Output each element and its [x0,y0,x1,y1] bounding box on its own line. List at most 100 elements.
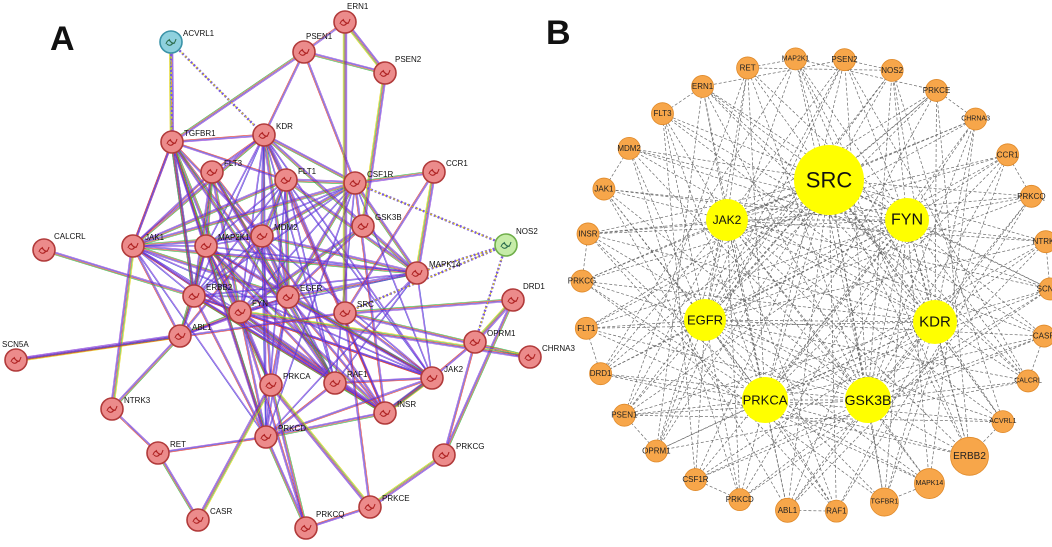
network-b-node-csf1r: CSF1R [682,468,709,491]
network-b-label: ABL1 [778,506,798,515]
network-b-node-prkce: PRKCE [923,79,951,102]
network-b-node-prkcg: PRKCG [568,269,596,293]
protein-structure-icon [166,138,178,146]
network-a-node-nos2: NOS2 [494,227,538,257]
network-a-node-chrna3: CHRNA3 [518,344,575,369]
protein-structure-icon [260,433,272,441]
network-a-node-drd1: DRD1 [501,282,545,312]
network-a-node-ntrk3: NTRK3 [100,396,151,421]
network-a-node-fyn: FYN [228,299,268,324]
network-a-node-prkcq: PRKCQ [294,510,344,540]
network-b-label: FLT1 [577,324,596,333]
network-b-label: RET [740,63,756,72]
network-a-node-flt1: FLT1 [274,167,317,192]
network-a-label: NOS2 [516,227,538,236]
network-b-label: CASR [1033,332,1052,341]
protein-structure-icon [411,269,423,277]
network-b-node-ccr1: CCR1 [996,143,1019,167]
network-b-node-insr: INSR [576,222,600,246]
network-a-node-prkce: PRKCE [358,494,410,519]
network-b-label: PRKCG [568,277,596,286]
protein-structure-icon [10,356,22,364]
network-b-label: MAP2K1 [782,55,810,62]
network-b-label: INSR [578,229,597,238]
network-a-label: JAK1 [145,233,165,242]
network-a-label: FLT1 [298,167,317,176]
network-b-label: ACVRL1 [989,418,1016,425]
network-a-label: SRC [357,300,374,309]
network-b-label: SCN5A [1037,284,1052,293]
network-a-label: CSF1R [367,170,393,179]
network-b-label: OPRM1 [642,447,671,456]
network-a-node-prkcd: PRKCD [254,424,306,449]
network-a-label: MDM2 [274,223,298,232]
network-a-label: CASR [210,507,232,516]
network-b-node-casr: CASR [1032,324,1052,348]
network-a-label: DRD1 [523,282,545,291]
protein-structure-icon [428,168,440,176]
panel-b-edges [581,58,1051,512]
panel-letter-a: A [50,20,75,58]
network-a-label: CALCRL [54,232,86,241]
protein-structure-icon [234,308,246,316]
network-b-label: PRKCE [923,86,951,95]
network-a-label: FLT3 [224,159,243,168]
network-b-node-psen1: PSEN1 [611,403,638,427]
protein-structure-icon [524,353,536,361]
network-b-node-oprm1: OPRM1 [642,439,671,463]
network-a-node-erbb2: ERBB2 [182,283,233,308]
protein-structure-icon [174,332,186,340]
network-a-node-jak1: JAK1 [121,233,165,258]
network-a-label: MAPK14 [429,260,461,269]
network-b-label: TGFBR1 [871,499,899,506]
network-a-label: PRKCD [278,424,306,433]
network-a-node-ccr1: CCR1 [422,159,468,184]
network-a-node-map2k1: MAP2K1 [194,233,250,258]
network-a-label: PRKCE [382,494,410,503]
network-a-node-abl1: ABL1 [168,323,212,348]
protein-structure-icon [206,168,218,176]
network-b-label: ERBB2 [953,451,986,462]
protein-structure-icon [282,293,294,301]
network-b-label: JAK1 [594,185,614,194]
protein-structure-icon [469,338,481,346]
network-a-label: PSEN1 [306,32,333,41]
network-b-label: NTRK3 [1033,237,1052,246]
network-a-label: KDR [276,122,293,131]
network-a-node-oprm1: OPRM1 [463,329,516,354]
network-a-node-mapk14: MAPK14 [405,260,461,285]
network-a-node-ret: RET [146,440,186,465]
network-b-hub-src: SRC [794,145,864,215]
network-b-hub-prkca: PRKCA [742,377,788,423]
network-b-node-nos2: NOS2 [880,58,904,82]
network-a-label: PRKCQ [316,510,344,519]
network-a-label: ERBB2 [206,283,233,292]
network-a-label: PRKCG [456,442,484,451]
network-a-label: NTRK3 [124,396,151,405]
network-a-label: MAP2K1 [218,233,250,242]
network-b-node-ern1: ERN1 [691,75,714,98]
network-a-node-csf1r: CSF1R [343,170,393,195]
protein-structure-icon [379,69,391,77]
network-a-label: CHRNA3 [542,344,575,353]
protein-structure-icon [357,222,369,230]
network-b-node-prkcd: PRKCD [726,488,754,512]
protein-structure-icon [298,48,310,56]
network-b-hub-egfr: EGFR [684,299,726,341]
network-b-node-prkcq: PRKCQ [1017,184,1046,208]
network-b-label: PSEN1 [611,411,638,420]
protein-structure-icon [152,449,164,457]
network-a-node-mdm2: MDM2 [250,223,298,248]
network-b-label: NOS2 [881,66,903,75]
network-b-node-jak1: JAK1 [592,177,616,201]
network-b-hub-jak2: JAK2 [706,199,748,241]
network-a-label: SCN5A [2,340,29,349]
network-a-label: RET [170,440,186,449]
network-b-label: RAF1 [826,507,847,516]
network-b-label: ERN1 [692,82,714,91]
network-b-node-tgfbr1: TGFBR1 [870,487,899,517]
protein-structure-icon [127,242,139,250]
panel-letter-b: B [546,14,571,52]
network-b-hub-label: PRKCA [743,393,788,408]
network-a-node-src: SRC [333,300,374,325]
